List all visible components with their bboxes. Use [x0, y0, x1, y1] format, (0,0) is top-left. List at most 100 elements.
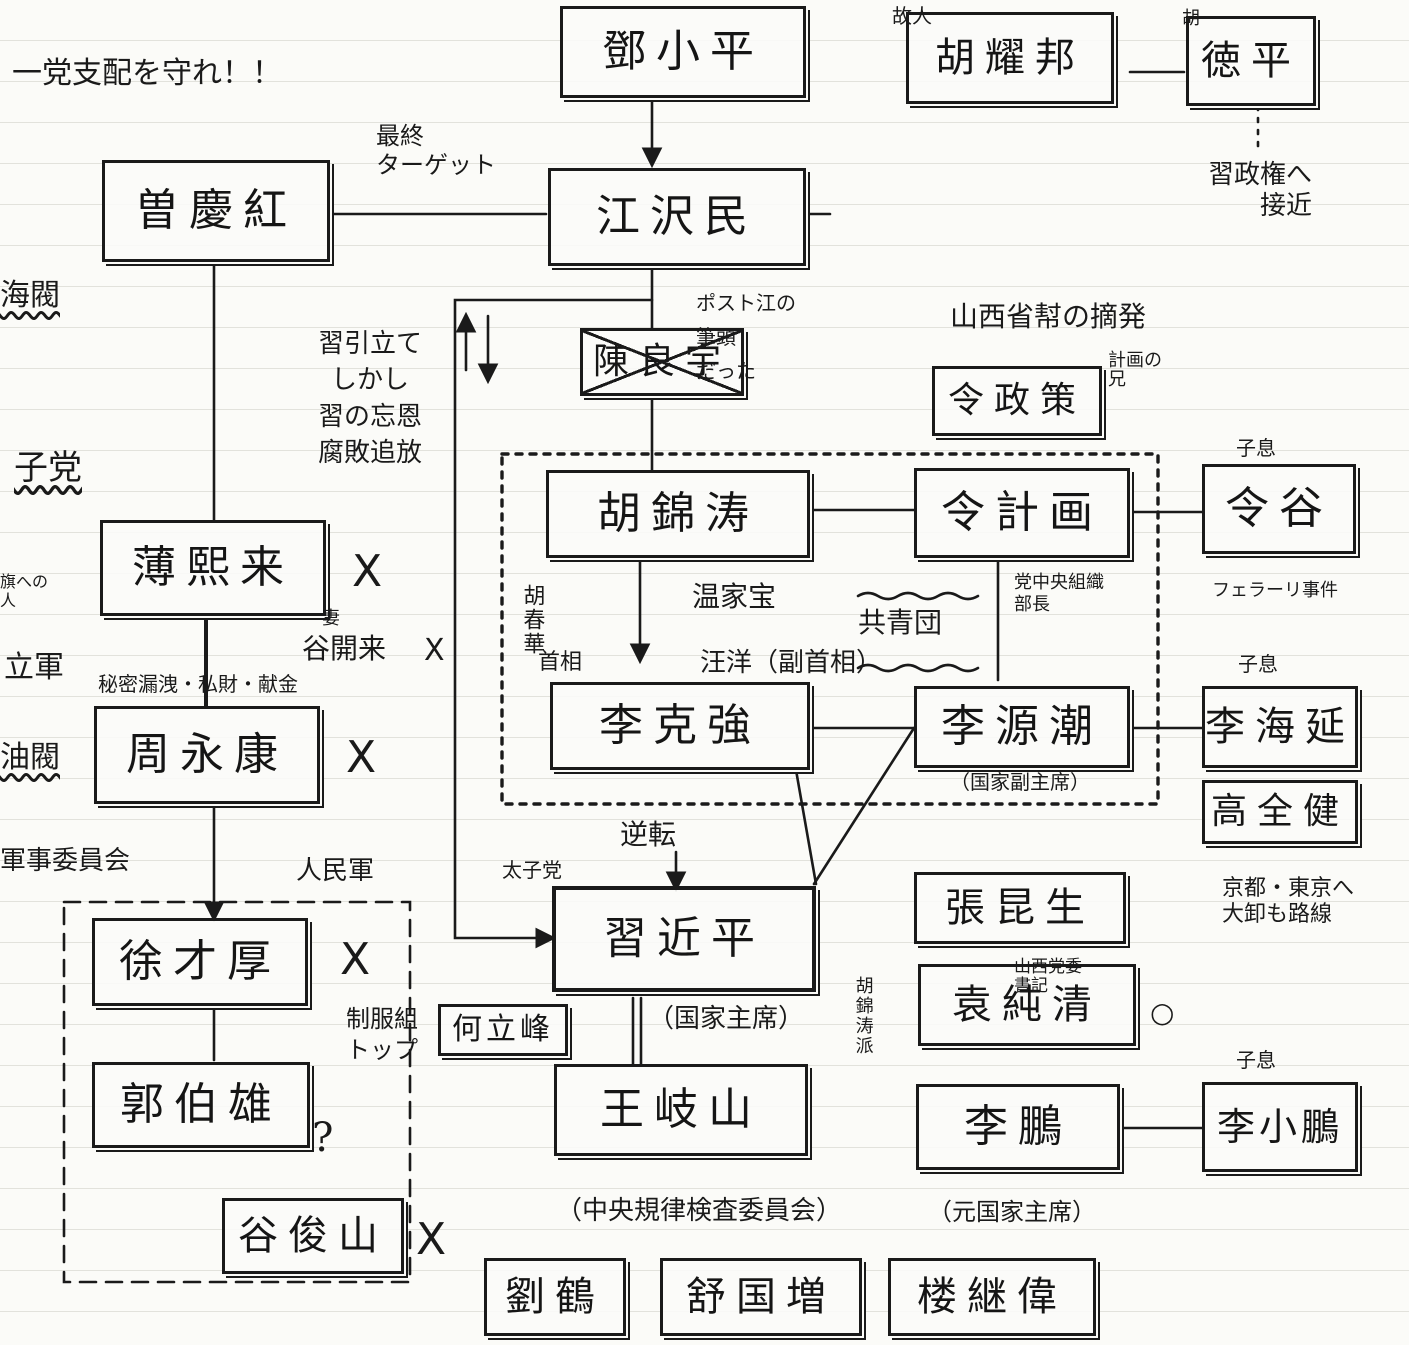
- note-vp: （国家副主席）: [950, 770, 1090, 794]
- name-ling-jihua: 令計画: [941, 487, 1103, 538]
- note-son-2: 子息: [1238, 652, 1278, 676]
- note-left-haiyang: 海閥: [0, 278, 60, 313]
- name-li-keqiang: 李克強: [599, 700, 761, 751]
- box-deng-xiaoping: 鄧小平: [560, 6, 806, 98]
- name-xu-caihou: 徐才厚: [119, 936, 281, 987]
- box-guo-boxiong: 郭伯雄: [92, 1062, 310, 1148]
- name-guo-boxiong: 郭伯雄: [120, 1079, 282, 1130]
- box-ling-zhengce: 令政策: [932, 366, 1102, 436]
- note-post-jiang: ポスト江の 筆頭 だった: [696, 291, 796, 383]
- note-jiye-brother: 計画の 兄: [1108, 350, 1162, 390]
- name-deng-xiaoping: 鄧小平: [602, 26, 764, 77]
- note-wife: 妻: [322, 608, 340, 629]
- name-liu-he: 劉鶴: [505, 1274, 605, 1320]
- name-ling-zhengce: 令政策: [947, 380, 1086, 421]
- x-mark-xu: X: [340, 934, 371, 985]
- note-left-zidang: 子党: [14, 448, 82, 488]
- note-gongqingtuan: 共青団: [858, 606, 943, 639]
- box-liu-he: 劉鶴: [484, 1258, 626, 1336]
- note-left-small: 旗への 人: [0, 572, 49, 611]
- note-son-1: 子息: [1236, 436, 1276, 460]
- name-gu-junshan: 谷俊山: [238, 1213, 388, 1259]
- note-uniform-group: 制服組 トップ: [346, 1005, 418, 1065]
- note-son-3: 子息: [1236, 1048, 1276, 1072]
- box-li-keqiang: 李克強: [550, 682, 810, 770]
- note-jingbu: 京都・東京へ 大卸も路線: [1222, 876, 1355, 928]
- name-yuan-chunqing: 袁純清: [952, 982, 1102, 1028]
- name-zeng-qinghong: 曽慶紅: [135, 185, 297, 236]
- box-hu-yaobang: 胡耀邦: [906, 12, 1114, 104]
- name-li-yuanchao: 李源潮: [941, 701, 1103, 752]
- note-central-discipline: （中央規律検査委員会）: [556, 1196, 843, 1226]
- note-slogan: 一党支配を守れ！！: [12, 56, 282, 91]
- x-mark-zhou: X: [346, 732, 377, 783]
- box-jiang-zemin: 江沢民: [548, 168, 806, 266]
- box-zeng-qinghong: 曽慶紅: [102, 160, 330, 262]
- link-jiang-xi: [453, 298, 654, 949]
- box-zhou-yongkang: 周永康: [94, 706, 320, 804]
- link-liyc-xi: [812, 726, 916, 886]
- note-left-youguan: 油閥: [0, 740, 60, 775]
- note-state-president: （国家主席）: [648, 1004, 805, 1034]
- name-hu-jintao: 胡錦涛: [597, 488, 759, 539]
- box-bo-xilai: 薄熙来: [100, 520, 326, 616]
- box-li-xiaopeng: 李小鵬: [1202, 1082, 1358, 1172]
- box-xu-caihou: 徐才厚: [92, 918, 308, 1006]
- note-wang-yang: 汪洋（副首相）: [700, 648, 883, 678]
- name-bo-xilai: 薄熙来: [132, 542, 294, 593]
- name-jiang-zemin: 江沢民: [596, 191, 758, 242]
- box-li-yuanchao: 李源潮: [914, 686, 1130, 768]
- name-li-haiyan: 李海延: [1205, 704, 1355, 750]
- note-pla: 人民軍: [296, 856, 375, 886]
- box-shu-guozeng: 舒国増: [660, 1258, 862, 1336]
- name-li-peng: 李鵬: [964, 1101, 1072, 1152]
- box-wang-qishan: 王岐山: [554, 1064, 808, 1156]
- box-hu-jintao: 胡錦涛: [546, 470, 810, 558]
- x-mark-bo: X: [352, 546, 383, 597]
- note-xi-lead: 習引立て しかし 習の忘恩 腐敗追放: [318, 329, 423, 469]
- box-xi-jinping: 習近平: [552, 886, 816, 992]
- note-petroleum: 秘密漏洩・私財・献金: [98, 672, 298, 696]
- box-yuan-chunqing: 袁純清: [918, 964, 1136, 1046]
- note-xi-approach: 習政権へ 接近: [1208, 160, 1313, 222]
- note-hu-chunhua: 胡春華: [519, 584, 545, 656]
- note-circle-mark: ○: [1150, 996, 1175, 1029]
- note-left-lijun: 立軍: [4, 650, 64, 685]
- note-final-target: 最終 ターゲット: [376, 122, 496, 179]
- note-taizidang: 太子党: [502, 858, 562, 882]
- note-gujin: 故人: [892, 4, 932, 28]
- box-he-lifeng: 何立峰: [438, 1004, 568, 1056]
- name-lou-jiwei: 楼継偉: [917, 1274, 1067, 1320]
- name-shu-guozeng: 舒国増: [686, 1274, 836, 1320]
- box-lou-jiwei: 楼継偉: [888, 1258, 1096, 1336]
- box-gao-quanjian: 高全健: [1202, 780, 1358, 844]
- hu-faction-outline: [500, 452, 1160, 806]
- box-hu-deping: 徳平: [1186, 16, 1316, 106]
- box-zhang-kunsheng: 張昆生: [914, 872, 1126, 944]
- note-premier: 首相: [538, 650, 583, 675]
- name-zhang-kunsheng: 張昆生: [945, 885, 1095, 931]
- box-ling-gu: 令谷: [1202, 464, 1356, 554]
- name-zhou-yongkang: 周永康: [126, 729, 288, 780]
- name-xi-jinping: 習近平: [603, 913, 765, 964]
- box-gu-junshan: 谷俊山: [222, 1198, 404, 1274]
- name-wang-qishan: 王岐山: [600, 1084, 762, 1135]
- x-mark-gu-junshan: X: [416, 1214, 447, 1265]
- note-question: ?: [312, 1115, 334, 1161]
- note-reversal: 逆転: [620, 818, 677, 851]
- name-li-xiaopeng: 李小鵬: [1216, 1105, 1343, 1149]
- note-central-org: 党中央組織 部長: [1014, 572, 1104, 615]
- gongqingtuan-wave: [856, 591, 980, 601]
- name-he-lifeng: 何立峰: [452, 1012, 554, 1047]
- military-outline: [62, 900, 412, 1284]
- box-ling-jihua: 令計画: [914, 468, 1130, 558]
- name-hu-yaobang: 胡耀邦: [935, 35, 1085, 81]
- note-left-junwei: 軍事委員会: [0, 846, 131, 876]
- note-hu-deping-top: 胡: [1182, 8, 1200, 29]
- name-hu-deping: 徳平: [1201, 38, 1301, 84]
- box-chen-liangyu: 陳良宇: [580, 328, 744, 396]
- note-former-pres: （元国家主席）: [928, 1198, 1096, 1226]
- note-hu-aide: 胡錦涛派: [852, 976, 874, 1056]
- wangyang-wave: [856, 663, 980, 673]
- name-ling-gu: 令谷: [1225, 483, 1333, 534]
